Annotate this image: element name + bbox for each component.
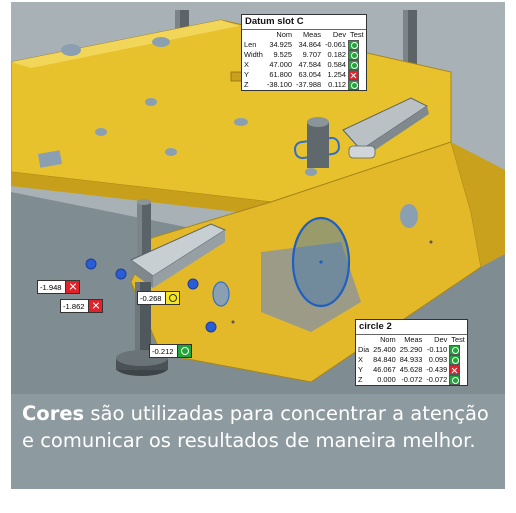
dev-value: 0.112 bbox=[328, 80, 347, 89]
fail-icon bbox=[449, 365, 461, 375]
meas-value: 9.707 bbox=[302, 50, 322, 59]
fail-icon bbox=[87, 300, 102, 312]
column-header bbox=[242, 30, 265, 40]
meas-value: 25.290 bbox=[399, 345, 423, 354]
caption-bold: Cores bbox=[22, 402, 85, 425]
meas-value: 34.864 bbox=[298, 40, 322, 49]
row-label: Z bbox=[358, 375, 363, 384]
column-header: Dev bbox=[332, 30, 347, 39]
column-header: Meas bbox=[404, 335, 423, 344]
row-label: Y bbox=[358, 365, 363, 374]
row-label: Width bbox=[244, 50, 263, 59]
callout-value: -1.948 bbox=[40, 282, 62, 292]
point-callout: -0.212 bbox=[149, 344, 192, 358]
dev-value: 0.182 bbox=[327, 50, 347, 59]
nom-value: -38.100 bbox=[266, 80, 292, 89]
nom-value: 61.800 bbox=[269, 70, 292, 79]
circle-title: circle 2 bbox=[356, 320, 467, 335]
table-header-row: Nom Meas Dev Test bbox=[242, 30, 366, 40]
caption-text: Cores são utilizadas para concentrar a a… bbox=[22, 400, 492, 454]
row-label: X bbox=[244, 60, 249, 69]
callout-value: -0.212 bbox=[152, 346, 174, 356]
column-header bbox=[356, 335, 371, 345]
pass-icon bbox=[449, 355, 461, 365]
column-header: Nom bbox=[276, 30, 292, 39]
dev-value: -0.110 bbox=[426, 345, 448, 354]
datum-slot-table: Nom Meas Dev Test Len 34.925 34.864 -0.0… bbox=[242, 30, 366, 90]
dev-value: -0.439 bbox=[426, 365, 448, 374]
column-header: Test bbox=[451, 335, 465, 344]
datum-slot-panel: Datum slot C Nom Meas Dev Test Len 34.92… bbox=[241, 14, 367, 91]
point-callout: -0.268 bbox=[137, 291, 180, 305]
row-label: Len bbox=[244, 40, 257, 49]
fail-icon bbox=[64, 281, 79, 293]
meas-value: -0.072 bbox=[401, 375, 423, 384]
point-callout: -1.948 bbox=[37, 280, 80, 294]
column-header: Meas bbox=[302, 30, 322, 39]
pass-icon bbox=[176, 345, 191, 357]
dev-value: 1.254 bbox=[327, 70, 347, 79]
column-header: Test bbox=[350, 30, 364, 39]
table-row: Dia 25.400 25.290 -0.110 bbox=[356, 345, 467, 355]
table-row: Len 34.925 34.864 -0.061 bbox=[242, 40, 366, 50]
table-row: X 84.840 84.933 0.093 bbox=[356, 355, 467, 365]
dev-value: 0.584 bbox=[327, 60, 347, 69]
row-label: Dia bbox=[358, 345, 370, 354]
nom-value: 0.000 bbox=[377, 375, 396, 384]
table-row: X 47.000 47.584 0.584 bbox=[242, 60, 366, 70]
column-header: Nom bbox=[380, 335, 396, 344]
caption-rest: são utilizadas para concentrar a atenção… bbox=[22, 402, 489, 452]
pass-icon bbox=[348, 60, 360, 70]
meas-value: 63.054 bbox=[298, 70, 322, 79]
nom-value: 25.400 bbox=[373, 345, 396, 354]
column-header: Dev bbox=[434, 335, 448, 344]
table-row: Width 9.525 9.707 0.182 bbox=[242, 50, 366, 60]
nom-value: 34.925 bbox=[269, 40, 292, 49]
callout-value: -1.862 bbox=[63, 301, 85, 311]
row-label: Y bbox=[244, 70, 249, 79]
pass-icon bbox=[348, 80, 360, 90]
row-label: Z bbox=[244, 80, 249, 89]
table-row: Z 0.000 -0.072 -0.072 bbox=[356, 375, 467, 385]
row-label: X bbox=[358, 355, 363, 364]
table-row: Z -38.100 -37.988 0.112 bbox=[242, 80, 366, 90]
meas-value: 84.933 bbox=[399, 355, 423, 364]
dev-value: 0.093 bbox=[428, 355, 448, 364]
table-header-row: Nom Meas Dev Test bbox=[356, 335, 467, 345]
fail-icon bbox=[348, 70, 360, 80]
meas-value: 45.628 bbox=[399, 365, 423, 374]
table-row: Y 46.067 45.628 -0.439 bbox=[356, 365, 467, 375]
nom-value: 46.067 bbox=[373, 365, 396, 374]
pass-icon bbox=[348, 50, 360, 60]
circle-panel: circle 2 Nom Meas Dev Test Dia 25.400 25… bbox=[355, 319, 468, 386]
nom-value: 9.525 bbox=[273, 50, 292, 59]
callout-value: -0.268 bbox=[140, 293, 162, 303]
pass-icon bbox=[449, 345, 461, 355]
nom-value: 84.840 bbox=[373, 355, 396, 364]
meas-value: 47.584 bbox=[298, 60, 322, 69]
datum-slot-title: Datum slot C bbox=[242, 15, 366, 30]
table-row: Y 61.800 63.054 1.254 bbox=[242, 70, 366, 80]
nom-value: 47.000 bbox=[269, 60, 292, 69]
dev-value: -0.061 bbox=[325, 40, 347, 49]
pass-icon bbox=[348, 40, 360, 50]
dev-value: -0.072 bbox=[426, 375, 448, 384]
circle-table: Nom Meas Dev Test Dia 25.400 25.290 -0.1… bbox=[356, 335, 467, 385]
point-callout: -1.862 bbox=[60, 299, 103, 313]
inspection-figure: Datum slot C Nom Meas Dev Test Len 34.92… bbox=[11, 2, 505, 489]
meas-value: -37.988 bbox=[295, 80, 322, 89]
warning-icon bbox=[164, 292, 179, 304]
pass-icon bbox=[449, 375, 461, 385]
